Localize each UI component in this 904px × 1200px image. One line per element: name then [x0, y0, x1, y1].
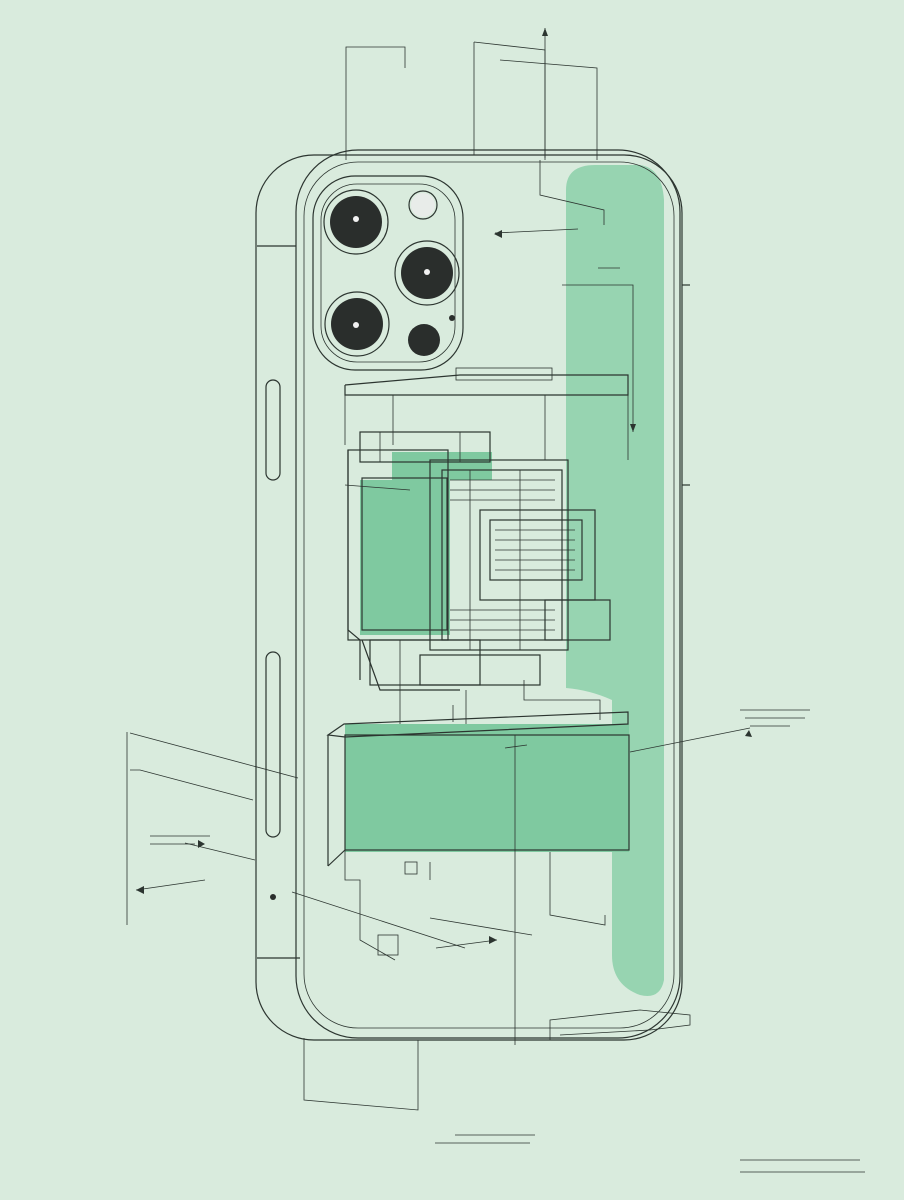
annotation-scribbles: [150, 709, 865, 1173]
arrow-heads: [136, 28, 752, 944]
lidar-sensor: [408, 324, 440, 356]
phone-inner-frame: [295, 149, 681, 1039]
microphone-icon: [270, 894, 276, 900]
battery-strip: [566, 165, 664, 996]
phone-outer-shell: [255, 154, 683, 1041]
logic-board-bracket: [344, 367, 629, 460]
camera-lens-icon: [394, 240, 460, 306]
camera-module: [312, 175, 464, 371]
leader-lines: [126, 732, 691, 1111]
side-button-lower: [265, 651, 281, 838]
camera-lens-icon: [323, 189, 389, 255]
camera-lens-icon: [324, 291, 390, 357]
main-logic-board: [344, 431, 611, 740]
side-button-upper: [265, 379, 281, 481]
battery-module: [326, 680, 751, 1045]
flash-icon: [408, 190, 438, 220]
phone-bezel: [303, 161, 675, 1029]
